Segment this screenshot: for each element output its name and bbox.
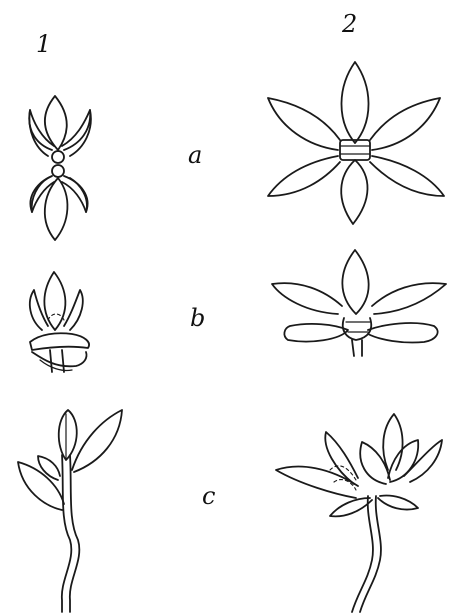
- drawing-1b: [30, 272, 89, 372]
- drawing-2a: [268, 62, 444, 224]
- drawing-1a: [29, 96, 91, 240]
- drawing-2c: [276, 414, 442, 612]
- drawing-2b: [272, 250, 446, 356]
- drawing-1c: [18, 410, 122, 612]
